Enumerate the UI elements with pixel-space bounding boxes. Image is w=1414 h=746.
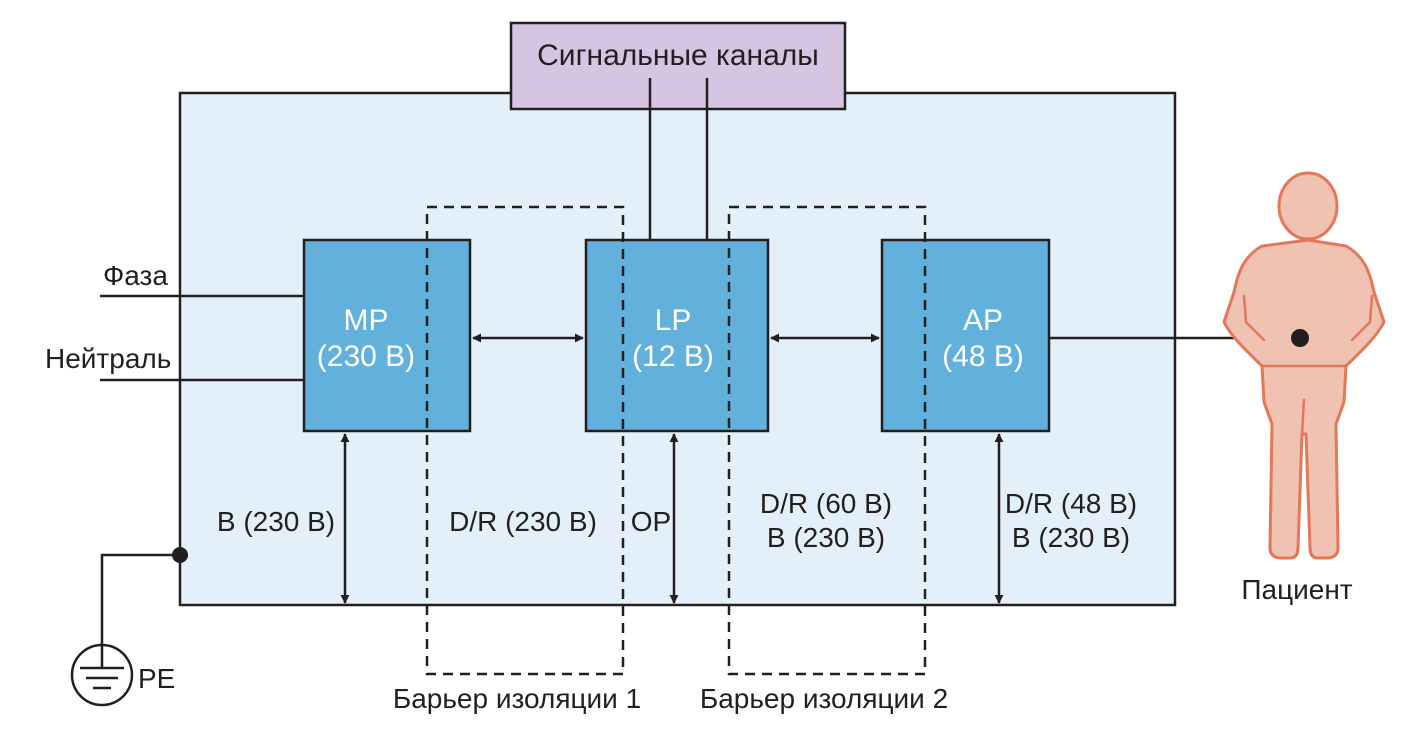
isolation-barrier-2-label: Барьер изоляции 2: [700, 683, 948, 714]
ap-block-voltage: (48 В): [942, 340, 1024, 373]
mp-block: [302, 238, 472, 433]
patient-figure-details: [1242, 294, 1374, 436]
isolation-barrier-2-outline: [727, 205, 927, 676]
ap-block: [880, 238, 1051, 433]
patient-contact-dot: [1291, 329, 1309, 347]
isolation-barrier-1-outline: [425, 205, 625, 676]
isolation-op-label: OP: [631, 506, 671, 537]
lp-block: [584, 238, 770, 433]
isolation-barrier-1-label: Барьер изоляции 1: [393, 683, 641, 714]
ap-block-name: AP: [963, 304, 1003, 337]
lp-block-name: LP: [655, 304, 692, 337]
mp-block-voltage: (230 В): [317, 340, 415, 373]
isolation-b-230-second-label: B (230 В): [767, 522, 885, 553]
isolation-dr-60-label: D/R (60 В): [760, 488, 892, 519]
isolation-dr-230-label: D/R (230 В): [449, 506, 597, 537]
isolation-b-230-third-label: B (230 В): [1012, 522, 1130, 553]
phase-label: Фаза: [103, 260, 168, 291]
ground-wire: [100, 553, 180, 645]
isolation-b-230-label: B (230 В): [217, 506, 335, 537]
patient-label: Пациент: [1241, 574, 1352, 605]
mp-block-name: MP: [344, 304, 389, 337]
lp-block-voltage: (12 В): [632, 340, 714, 373]
ground-icon: [70, 643, 134, 707]
signal-channels-label: Сигнальные каналы: [537, 39, 819, 72]
neutral-label: Нейтраль: [45, 343, 171, 374]
isolation-dr-48-label: D/R (48 В): [1005, 488, 1137, 519]
signal-channels-box: [509, 21, 847, 111]
ground-label: PE: [138, 663, 175, 694]
